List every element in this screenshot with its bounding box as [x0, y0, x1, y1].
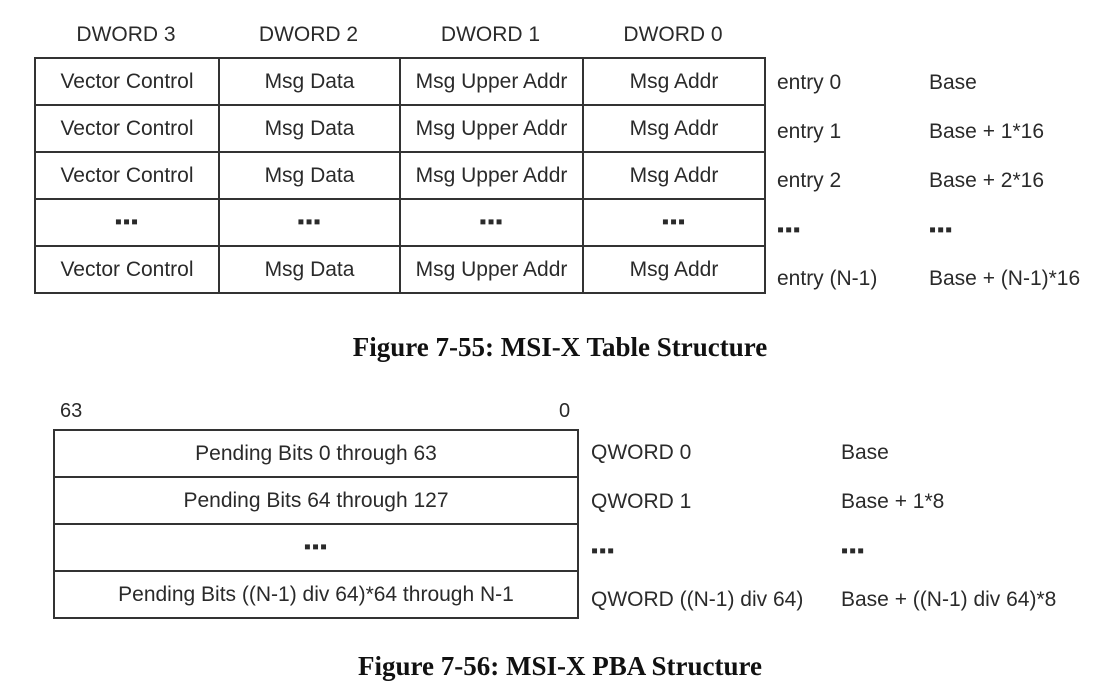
offset-label: Base + 1*8	[841, 490, 945, 513]
offset-label: Base + 1*16	[929, 120, 1045, 143]
table-cell: Vector Control	[34, 57, 220, 106]
ellipsis-cell: ▪▪▪	[582, 198, 766, 247]
offset-label: Base + ((N-1) div 64)*8	[841, 588, 1057, 611]
offset-label: Base + (N-1)*16	[929, 267, 1081, 290]
table-cell: Msg Data	[218, 245, 401, 294]
pba-table: Pending Bits 0 through 63 Pending Bits 6…	[53, 429, 579, 619]
entry-label: entry 2	[777, 169, 842, 192]
column-header-dword2: DWORD 2	[258, 23, 359, 46]
table-row: Vector Control Msg Data Msg Upper Addr M…	[34, 57, 766, 106]
qword-label: QWORD ((N-1) div 64)	[591, 588, 804, 611]
table-row: Vector Control Msg Data Msg Upper Addr M…	[34, 104, 766, 153]
offset-label: ▪▪▪	[841, 540, 866, 562]
table-cell: Msg Upper Addr	[399, 57, 584, 106]
column-header-dword1: DWORD 1	[440, 23, 541, 46]
table-cell: Pending Bits ((N-1) div 64)*64 through N…	[53, 570, 579, 619]
table-cell: Msg Upper Addr	[399, 151, 584, 200]
table-row: Pending Bits 0 through 63	[53, 429, 579, 478]
table-cell: Msg Data	[218, 151, 401, 200]
offset-label: ▪▪▪	[929, 219, 954, 241]
table-cell: Msg Data	[218, 104, 401, 153]
entry-label: entry 1	[777, 120, 842, 143]
table-cell: Vector Control	[34, 151, 220, 200]
figure-caption-pba: Figure 7-56: MSI-X PBA Structure	[358, 651, 762, 681]
ellipsis-cell: ▪▪▪	[399, 198, 584, 247]
entry-label: entry (N-1)	[777, 267, 878, 290]
bit-high-label: 63	[60, 400, 83, 422]
table-cell: Msg Addr	[582, 151, 766, 200]
table-row: ▪▪▪	[53, 523, 579, 572]
table-row: Vector Control Msg Data Msg Upper Addr M…	[34, 151, 766, 200]
table-cell: Msg Addr	[582, 104, 766, 153]
qword-label: ▪▪▪	[591, 540, 616, 562]
table-cell: Msg Addr	[582, 245, 766, 294]
column-header-dword0: DWORD 0	[623, 23, 723, 46]
table-cell: Msg Upper Addr	[399, 104, 584, 153]
offset-label: Base	[929, 71, 977, 94]
msix-table: Vector Control Msg Data Msg Upper Addr M…	[34, 57, 766, 294]
column-header-dword3: DWORD 3	[76, 23, 176, 46]
qword-label: QWORD 1	[591, 490, 692, 513]
table-row: Pending Bits ((N-1) div 64)*64 through N…	[53, 570, 579, 619]
table-cell: Vector Control	[34, 245, 220, 294]
offset-label: Base	[841, 441, 889, 464]
table-row: Vector Control Msg Data Msg Upper Addr M…	[34, 245, 766, 294]
entry-label: entry 0	[777, 71, 842, 94]
table-cell: Msg Data	[218, 57, 401, 106]
table-cell: Vector Control	[34, 104, 220, 153]
table-cell: Pending Bits 0 through 63	[53, 429, 579, 478]
table-row: Pending Bits 64 through 127	[53, 476, 579, 525]
bit-low-label: 0	[559, 400, 571, 422]
table-cell: Msg Upper Addr	[399, 245, 584, 294]
entry-label: ▪▪▪	[777, 219, 802, 241]
ellipsis-cell: ▪▪▪	[34, 198, 220, 247]
ellipsis-cell: ▪▪▪	[53, 523, 579, 572]
table-cell: Pending Bits 64 through 127	[53, 476, 579, 525]
qword-label: QWORD 0	[591, 441, 692, 464]
offset-label: Base + 2*16	[929, 169, 1045, 192]
ellipsis-cell: ▪▪▪	[218, 198, 401, 247]
table-row: ▪▪▪ ▪▪▪ ▪▪▪ ▪▪▪	[34, 198, 766, 247]
table-cell: Msg Addr	[582, 57, 766, 106]
figure-caption-msix-table: Figure 7-55: MSI-X Table Structure	[352, 332, 768, 362]
